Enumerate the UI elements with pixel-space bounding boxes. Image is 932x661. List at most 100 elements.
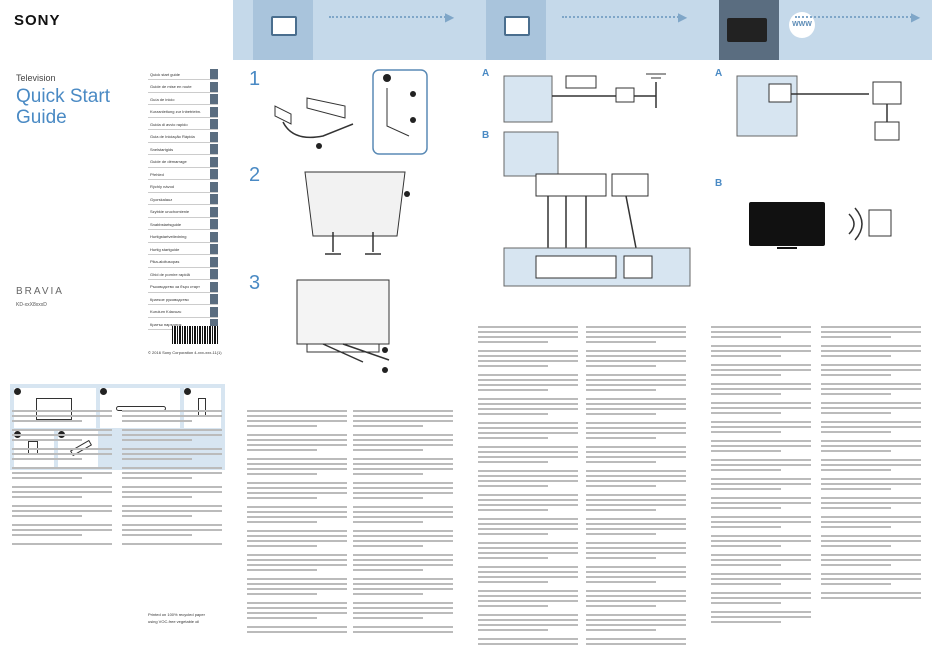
text-line — [478, 600, 578, 602]
text-line — [353, 468, 453, 470]
text-line — [12, 477, 82, 479]
text-line — [353, 631, 453, 633]
text-line — [478, 485, 548, 487]
text-line — [711, 483, 811, 485]
supplied-parts — [10, 384, 225, 470]
text-line — [478, 355, 578, 357]
text-line — [711, 426, 811, 428]
footer-line-2: using VOC-free vegetable oil — [148, 619, 200, 624]
text-line — [586, 629, 656, 631]
text-line — [12, 434, 112, 436]
text-line — [711, 497, 811, 499]
language-tab: Ръководство за бърз старт — [148, 281, 218, 293]
text-line — [122, 515, 192, 517]
text-line — [586, 557, 656, 559]
language-tab: Snabbstartsguide — [148, 219, 218, 230]
text-line — [12, 515, 82, 517]
text-line — [821, 350, 921, 352]
text-line — [247, 439, 347, 441]
text-line — [122, 510, 222, 512]
text-line — [478, 571, 578, 573]
text-line — [586, 504, 686, 506]
text-line — [586, 614, 686, 616]
text-line — [247, 492, 347, 494]
language-label: Quick start guide — [150, 71, 181, 77]
text-line — [821, 326, 921, 328]
text-line — [478, 605, 548, 607]
model-number: KD-xxX8xxxD — [16, 302, 47, 308]
arrow-right-icon: ▶ — [445, 10, 455, 24]
text-line — [478, 552, 578, 554]
language-tab: Hurtigstartveiledning — [148, 231, 218, 243]
text-line — [821, 507, 891, 509]
text-line — [711, 502, 811, 504]
text-line — [586, 528, 686, 530]
page-title: Quick Start Guide — [16, 86, 136, 128]
text-line — [353, 482, 453, 484]
text-line — [353, 497, 423, 499]
text-line — [586, 605, 656, 607]
text-line — [821, 521, 921, 523]
text-line — [711, 440, 811, 442]
text-line — [586, 422, 686, 424]
text-line — [711, 369, 811, 371]
part-number-2 — [100, 388, 107, 395]
language-tab: Szybkie uruchomienie — [148, 206, 218, 218]
arrow-right-icon: ▶ — [678, 10, 688, 24]
text-line — [821, 478, 921, 480]
assembly-panel: ▶ 1 2 3 — [233, 0, 466, 661]
text-line — [478, 408, 578, 410]
text-line — [586, 638, 686, 640]
language-marker — [210, 256, 218, 267]
text-line — [478, 336, 578, 338]
language-marker — [210, 206, 218, 217]
text-line — [821, 355, 891, 357]
text-line — [711, 383, 811, 385]
text-line — [478, 533, 548, 535]
text-line — [711, 592, 811, 594]
text-line — [586, 365, 656, 367]
text-line — [586, 643, 686, 645]
text-line — [821, 374, 891, 376]
text-line — [247, 540, 347, 542]
barcode — [172, 326, 218, 344]
language-label: Szybkie uruchomienie — [150, 209, 190, 214]
text-line — [711, 559, 811, 561]
assembly-text — [247, 410, 347, 636]
text-line — [821, 345, 921, 347]
text-line — [122, 491, 222, 493]
text-line — [821, 402, 921, 404]
text-line — [478, 499, 578, 501]
text-line — [821, 516, 921, 518]
wireless-lan-diagram — [749, 202, 892, 249]
language-marker — [210, 181, 218, 192]
text-line — [478, 590, 578, 592]
text-line — [711, 388, 811, 390]
tv-stand-icon — [271, 16, 297, 36]
text-line — [247, 588, 347, 590]
language-tab: Guia de Iniciação Rápida — [148, 131, 218, 143]
text-line — [353, 420, 453, 422]
text-line — [478, 374, 578, 376]
text-line — [711, 554, 811, 556]
text-line — [586, 470, 686, 472]
text-line — [711, 331, 811, 333]
text-line — [586, 581, 656, 583]
text-line — [353, 626, 453, 628]
text-line — [711, 445, 811, 447]
section-b-label: B — [482, 130, 490, 141]
text-line — [353, 521, 423, 523]
text-line — [586, 389, 656, 391]
text-line — [711, 412, 781, 414]
text-line — [711, 573, 811, 575]
text-line — [12, 415, 112, 417]
title-line-2: Guide — [16, 107, 67, 128]
text-line — [353, 458, 453, 460]
language-marker — [210, 231, 218, 242]
text-line — [353, 583, 453, 585]
text-line — [353, 506, 453, 508]
text-line — [247, 593, 317, 595]
text-line — [247, 482, 347, 484]
text-line — [247, 458, 347, 460]
text-line — [586, 480, 686, 482]
